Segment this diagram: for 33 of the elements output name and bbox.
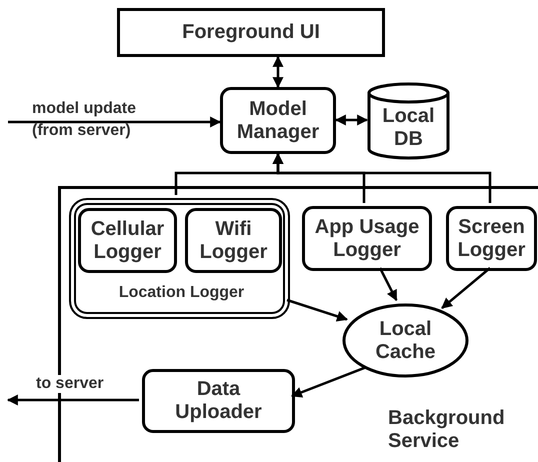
logger-box bbox=[185, 208, 282, 273]
node-label: Local Cache bbox=[374, 318, 437, 364]
node-label: Cellular Logger bbox=[90, 218, 166, 264]
node-label: Wifi Logger bbox=[198, 218, 268, 264]
manager-box bbox=[220, 87, 336, 154]
arrow bbox=[272, 56, 284, 88]
logger-box bbox=[78, 208, 177, 273]
arrow bbox=[272, 152, 492, 203]
node-label: Local DB bbox=[381, 105, 436, 151]
logger-box bbox=[302, 206, 432, 271]
arrow bbox=[378, 267, 398, 302]
arrow bbox=[290, 366, 366, 398]
node-label: Screen Logger bbox=[456, 216, 526, 262]
logger-group-box bbox=[69, 198, 290, 319]
node-label: Data Uploader bbox=[174, 378, 263, 424]
uploader-box bbox=[142, 369, 295, 433]
edge-label: to server bbox=[36, 375, 104, 393]
edge-label: model update (from server) bbox=[32, 99, 138, 141]
node-label: Location Logger bbox=[118, 284, 246, 302]
database-cylinder bbox=[367, 82, 450, 160]
service-container bbox=[58, 186, 538, 462]
arrow bbox=[441, 267, 491, 310]
logger-box bbox=[446, 206, 537, 271]
node-label: Foreground UI bbox=[181, 21, 321, 44]
node-label: Model Manager bbox=[236, 98, 320, 144]
arrow bbox=[334, 114, 368, 126]
ui-box bbox=[117, 8, 385, 57]
arrow bbox=[6, 394, 139, 406]
arrow bbox=[286, 298, 348, 322]
node-label: App Usage Logger bbox=[314, 216, 420, 262]
cache-ellipse bbox=[342, 303, 469, 378]
node-label: Background Service bbox=[388, 407, 506, 453]
arrow bbox=[8, 116, 222, 128]
